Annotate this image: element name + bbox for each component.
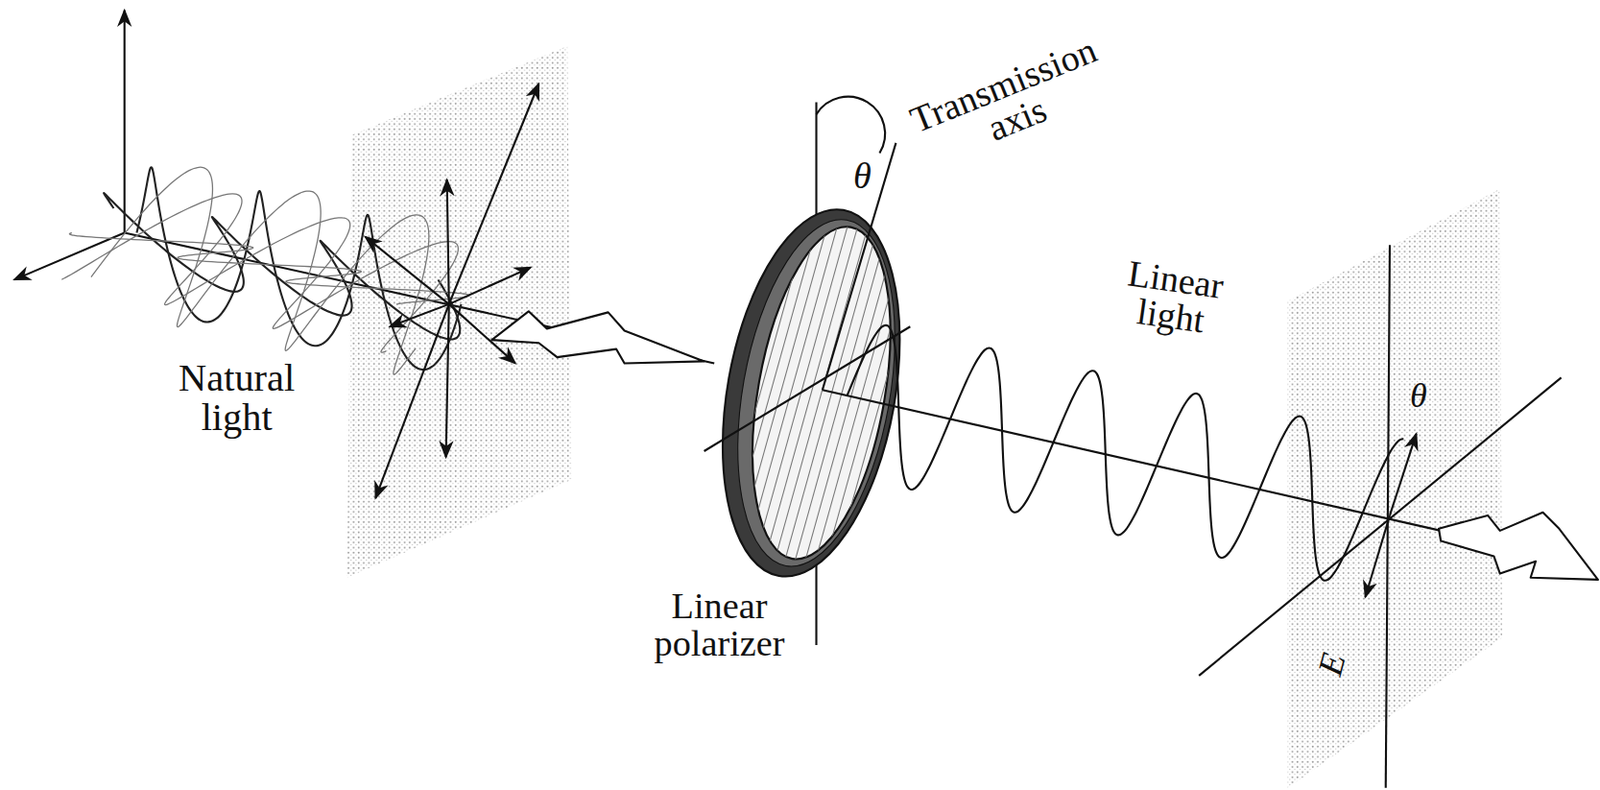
polarizer-grain [760,173,884,613]
polarizer-grain [637,173,761,613]
wave-curve [136,167,461,370]
natural-light-waves [61,167,470,375]
polarizer-grain [749,173,873,613]
field-vectors [365,83,540,499]
polarizer-grain [811,173,934,613]
wave-plane [1288,189,1503,789]
wave-curve [103,192,460,339]
polarizer-grain [658,173,782,613]
label-linear-light: Linear light [1098,251,1250,344]
label-transmission-axis: Transmission axis [883,22,1138,183]
polarizer-grain [883,173,1006,613]
linear-light-wave [846,325,1404,581]
output-axes [1198,244,1561,789]
wave-curve [69,233,470,305]
polarizer-grain [801,173,925,613]
wave-curve [91,167,430,375]
wave-curve [61,193,458,353]
polarizer-grain [678,173,802,613]
polarizer-grain [698,173,822,613]
polarizer-axes [704,96,1442,531]
propagation-arrow [491,310,704,363]
polarizer-grain [709,173,833,613]
polarizer-grain [852,173,976,613]
polarizer-grain [647,173,771,613]
coordinate-axes [14,10,715,364]
polarizer-grain [872,173,996,613]
angle-symbol: θ [846,157,878,194]
linear-polarizer [637,173,1005,613]
polarizer-grain [719,173,843,613]
polarizer-grain [790,173,914,613]
polarizer-grain [831,173,955,613]
polarizer-grain [841,173,965,613]
angle-symbol: θ [1403,378,1434,413]
wave-curve [846,325,1404,581]
propagation-arrow [1438,512,1599,580]
polarizer-grain [668,173,791,613]
label-natural-light: Natural light [155,358,319,437]
label-linear-polarizer: Linear polarizer [627,587,812,662]
polarizer-grain [689,173,812,613]
polarizer-grain [861,173,985,613]
